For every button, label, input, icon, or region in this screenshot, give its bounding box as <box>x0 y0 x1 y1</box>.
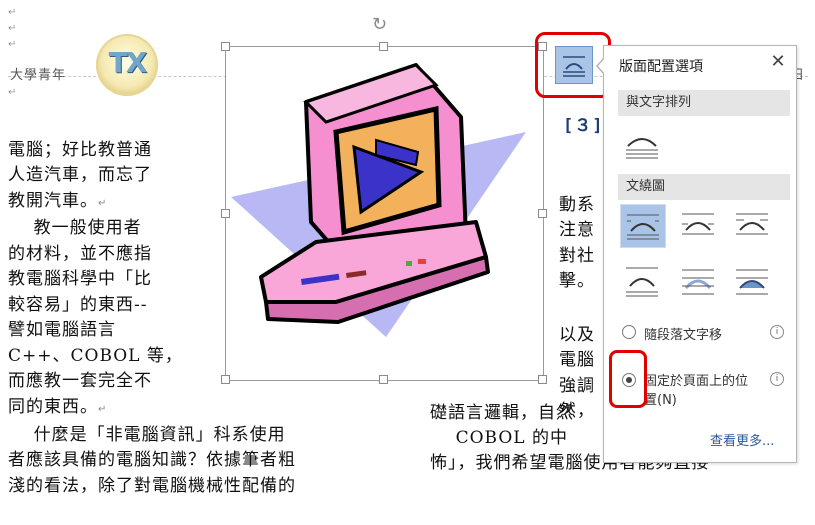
text-line: 電腦；好比教普通 <box>8 139 152 160</box>
resize-handle[interactable] <box>221 42 230 51</box>
top-bottom-wrap-icon <box>626 267 658 297</box>
right-column-b: 以及電腦強調然， <box>559 297 595 450</box>
section-inline: 與文字排列 <box>618 90 790 116</box>
resize-handle[interactable] <box>538 42 547 51</box>
right-column-a: 動系注意對社擊。 <box>559 167 595 320</box>
paragraph-mark: ↵ <box>8 7 17 18</box>
text-line: 擊。 <box>559 271 595 291</box>
tight-wrap-icon <box>682 213 714 235</box>
text-line: 人造汽車，而忘了 <box>8 165 152 185</box>
bottom-text: 什麼是「非電腦資訊」科系使用者應該具備的電腦知識？依據筆者粗淺的看法，除了對電腦… <box>8 397 296 525</box>
resize-handle[interactable] <box>221 375 230 384</box>
resize-handle[interactable] <box>538 209 547 218</box>
paragraph-mark: ↵ <box>8 87 17 98</box>
resize-handle[interactable] <box>379 42 388 51</box>
option-through[interactable] <box>730 204 774 246</box>
paragraph-mark: ↵ <box>8 39 17 50</box>
close-icon[interactable]: ✕ <box>770 51 786 72</box>
selected-picture[interactable] <box>225 46 544 381</box>
text-line: 強調 <box>559 375 595 396</box>
text-line: 教開汽車。↵ <box>8 190 108 211</box>
text-line: 礎語言邏輯，自然 <box>430 403 574 423</box>
text-line: C++、COBOL 等， <box>8 345 183 366</box>
wrap-text-icon <box>563 56 585 77</box>
text-line: 者應該具備的電腦知識？依據筆者粗 <box>8 450 296 470</box>
paragraph-mark: ↵ <box>98 197 108 209</box>
text-line: 同的東西。↵ <box>8 396 108 417</box>
through-wrap-icon <box>736 213 768 235</box>
text-line: 的材料，並不應指 <box>8 243 152 264</box>
text-line: 譬如電腦語言 <box>8 320 116 340</box>
pane-pointer-inner <box>598 58 605 74</box>
option-inline-with-text[interactable] <box>620 124 664 166</box>
text-line: 而應教一套完全不 <box>8 371 152 391</box>
text-line: 較容易」的東西-- <box>8 294 148 315</box>
resize-handle[interactable] <box>379 375 388 384</box>
info-icon[interactable]: i <box>770 372 784 386</box>
text-line: 淺的看法，除了對電腦機械性配備的 <box>8 475 296 496</box>
option-in-front-of-text[interactable] <box>730 260 774 302</box>
rotate-handle-icon[interactable]: ↻ <box>372 14 388 35</box>
highlight-annotation <box>609 350 647 408</box>
radio-button[interactable] <box>622 373 636 387</box>
inline-wrap-icon <box>626 138 658 159</box>
text-line: 然， <box>559 401 595 421</box>
layout-options-button[interactable] <box>555 46 593 84</box>
magazine-logo: TX <box>96 34 158 96</box>
layout-options-pane: 版面配置選項 ✕ 與文字排列 文繞圖 <box>603 45 797 463</box>
radio-label: 固定於頁面上的位 置(N) <box>644 374 749 408</box>
text-line: 注意 <box>559 220 595 240</box>
in-front-text-icon <box>736 269 768 295</box>
text-line: 對社 <box>559 245 595 266</box>
text-line: 教電腦科學中「比 <box>8 269 152 289</box>
text-line: 以及 <box>559 324 595 345</box>
paragraph-mark: ↵ <box>8 23 17 34</box>
paragraph-mark: ↵ <box>98 403 108 415</box>
header-title: 大學青年 <box>10 68 67 83</box>
resize-handle[interactable] <box>538 375 547 384</box>
text-line: 教一般使用者 <box>8 218 142 238</box>
see-more-link[interactable]: 查看更多... <box>710 434 775 449</box>
option-behind-text[interactable] <box>676 260 720 302</box>
text-line: 動系 <box>559 194 595 215</box>
radio-button[interactable] <box>622 325 636 339</box>
radio-label: 隨段落文字移 <box>644 328 723 343</box>
section-wrap: 文繞圖 <box>618 174 790 200</box>
square-wrap-icon <box>627 214 659 240</box>
option-tight[interactable] <box>676 204 720 246</box>
computer-clipart <box>231 63 526 337</box>
bracket-item: [３] <box>563 116 604 136</box>
text-line: 電腦 <box>559 350 595 370</box>
info-icon[interactable]: i <box>770 325 784 339</box>
pane-title: 版面配置選項 <box>619 59 703 75</box>
text-line: COBOL 的中 <box>430 428 568 448</box>
option-square[interactable] <box>620 204 666 248</box>
text-line: 什麼是「非電腦資訊」科系使用 <box>8 424 286 445</box>
resize-handle[interactable] <box>221 209 230 218</box>
left-column-text: 電腦；好比教普通人造汽車，而忘了教開汽車。↵ 教一般使用者的材料，並不應指教電腦… <box>8 112 183 448</box>
option-top-bottom[interactable] <box>620 260 664 302</box>
behind-text-icon <box>682 269 714 295</box>
logo-text: TX <box>108 46 148 79</box>
